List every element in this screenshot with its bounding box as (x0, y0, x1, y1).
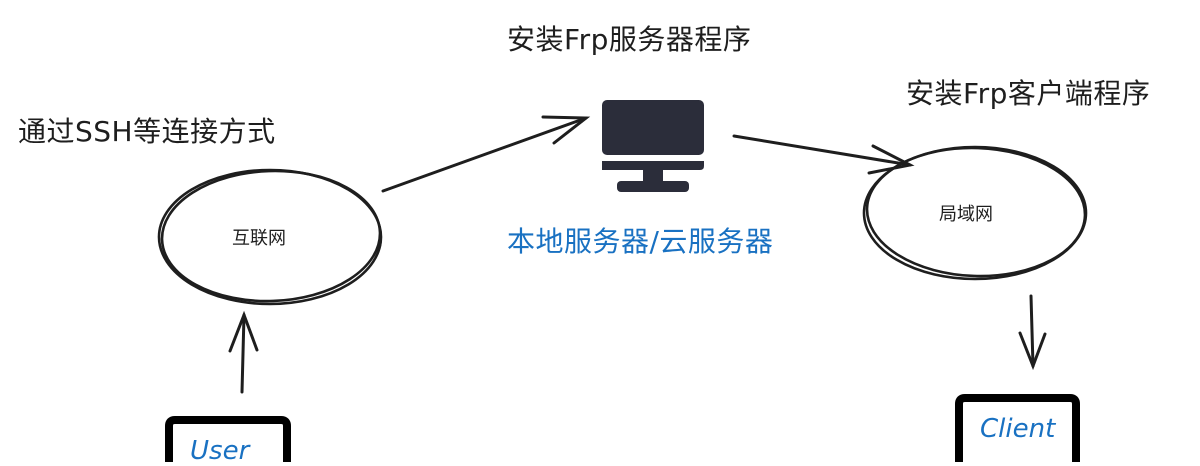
client-box (955, 394, 1080, 462)
arrow-internet-to-server (381, 115, 591, 193)
client-install-label: 安装Frp客户端程序 (906, 77, 1151, 110)
server-label: 本地服务器/云服务器 (507, 225, 774, 258)
internet-node-label: 互联网 (232, 228, 286, 249)
arrow-user-to-internet (228, 310, 259, 394)
arrow-lan-to-client (1018, 294, 1047, 371)
monitor-icon (602, 100, 704, 192)
internet-ellipse (157, 168, 383, 306)
arrow-server-to-lan (732, 134, 915, 175)
server-install-label: 安装Frp服务器程序 (507, 23, 752, 56)
user-node-label: User (190, 436, 250, 466)
user-box (165, 416, 291, 462)
lan-ellipse (862, 145, 1088, 281)
ssh-connection-label: 通过SSH等连接方式 (18, 115, 276, 148)
lan-node-label: 局域网 (939, 204, 993, 225)
client-node-label: Client (980, 414, 1056, 444)
